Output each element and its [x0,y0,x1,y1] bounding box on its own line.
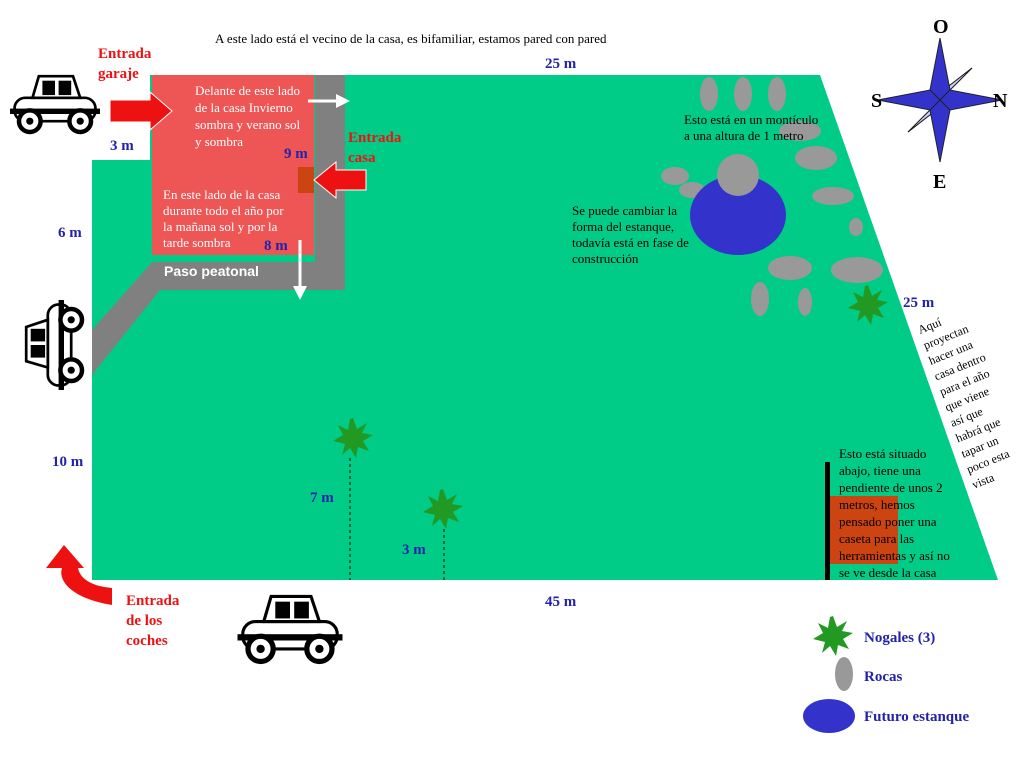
red-arrow-house-icon [313,160,367,200]
house-front-line: sombra y verano sol [195,117,300,132]
rock [700,77,718,111]
dimension-top: 25 m [545,56,577,72]
pond-note-line: construcción [572,251,639,266]
legend-rock-label: Rocas [864,669,902,685]
rock [779,121,821,141]
house-front-line: Delante de este lado [195,83,300,98]
rock [768,77,786,111]
compass-east-label: E [933,171,946,193]
entrada-casa-label: Entrada [348,130,402,146]
compass-north-label: N [993,90,1008,112]
pond-note-line: Se puede cambiar la [572,203,677,218]
car-bottom-icon [238,596,343,661]
mound-line: a una altura de 1 metro [684,128,803,143]
house-side-line: durante todo el año por [163,203,284,218]
car-side-icon [26,300,82,390]
shed-wall [825,462,830,580]
dimension-tree-1: 7 m [310,490,334,506]
rock [812,187,854,205]
rock [795,146,837,170]
shed-note: Esto está situado abajo, tiene una pendien… [839,446,950,580]
rock [661,167,689,185]
rock [717,154,759,196]
legend-tree-icon [813,616,853,656]
pond-note-line: todavía está en fase de [572,235,689,250]
house-front-line: y sombra [195,134,243,149]
house-side-line: En este lado de la casa [163,187,281,202]
legend-rock-icon [835,657,853,691]
white-arrow-down-icon [293,240,307,300]
entrada-coches-label: coches [126,633,168,649]
red-arrow-garage-icon [109,90,173,132]
dimension-house-bottom: 8 m [264,238,288,254]
house [152,75,314,255]
shed-note-line: herramientas y así no [839,548,950,563]
rock [831,257,883,283]
rock [798,288,812,316]
pond-note-line: forma del estanque, [572,219,674,234]
rock [734,77,752,111]
entrada-coches-label: Entrada [126,593,180,609]
dimension-left-upper: 6 m [58,225,82,241]
entrada-garaje-label: Entrada [98,46,152,62]
dimension-bottom: 45 m [545,594,577,610]
house-side-line: la mañana sol y por la [163,219,278,234]
legend-pond-label: Futuro estanque [864,709,969,725]
shed [828,496,898,564]
mound-line: Esto está en un montículo [684,112,818,127]
legend-tree-label: Nogales (3) [864,630,935,646]
car-garage-icon [10,76,100,132]
white-arrow-right-icon [308,94,350,108]
shed-note-line: abajo, tiene una [839,463,921,478]
entrada-casa-label: casa [348,150,376,166]
compass-rose-icon [877,37,1003,163]
rock [849,218,863,236]
house-front-line: de la casa Invierno [195,100,293,115]
red-curved-arrow-icon [46,545,112,605]
shed-note-line: pendiente de unos 2 [839,480,943,495]
compass-south-label: S [871,90,882,112]
shed-note-line: pensado poner una [839,514,937,529]
dimension-left-lower: 10 m [52,454,84,470]
shed-note-line: caseta para las [839,531,914,546]
compass-west-label: O [933,16,949,38]
paso-peatonal-label: Paso peatonal [164,263,259,279]
rocks [661,77,883,316]
entrada-coches-label: de los [126,613,162,629]
pond [690,175,786,255]
dimension-right: 25 m [903,295,935,311]
shed-note-line: metros, hemos [839,497,915,512]
rock [768,256,812,280]
entrada-garaje-label: garaje [98,66,139,82]
shed-note-line: se ve desde la casa [839,565,937,580]
rock [751,282,769,316]
legend-pond-icon [803,699,855,733]
dimension-garage-gap: 3 m [110,138,134,154]
house-door [298,167,314,193]
footpath [92,75,345,375]
house-side-line: tarde sombra [163,235,231,250]
shed-note-line: Esto está situado [839,446,926,461]
dimension-house-side: 9 m [284,146,308,162]
house-front-note: Delante de este lado de la casa Invierno s… [195,83,300,149]
neighbour-note: A este lado está el vecino de la casa, e… [215,31,607,46]
dimension-tree-2: 3 m [402,542,426,558]
